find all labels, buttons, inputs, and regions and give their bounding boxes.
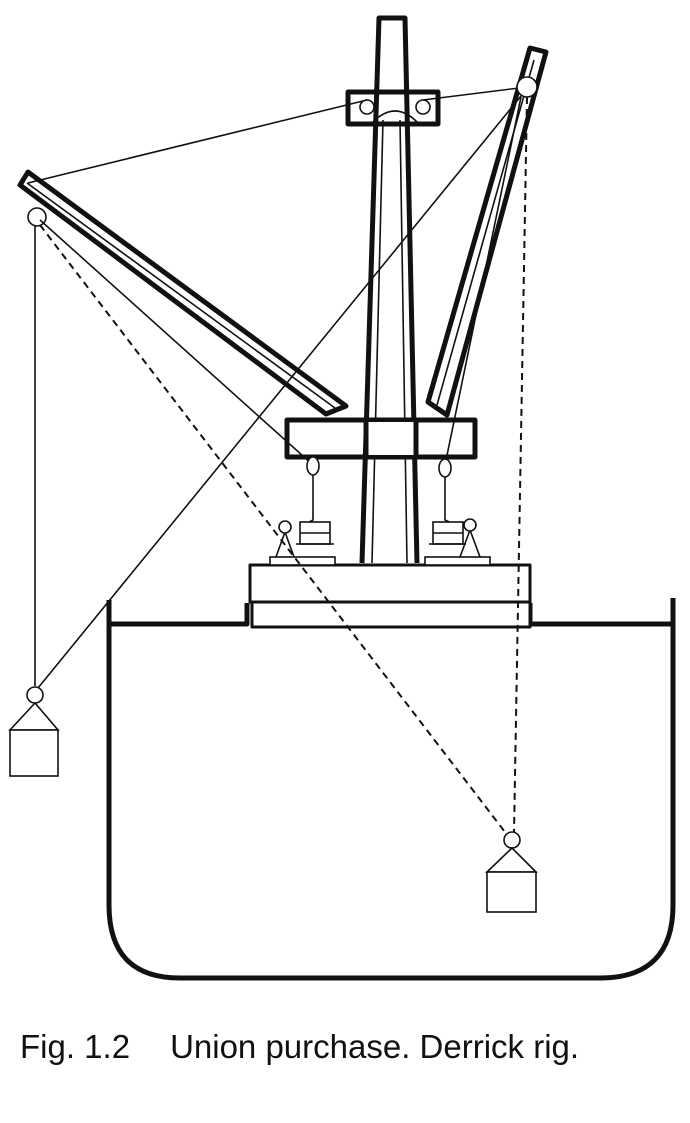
derrick-table xyxy=(284,417,478,460)
inboard-boom-head-block xyxy=(516,76,538,98)
inboard-guy xyxy=(444,96,522,466)
hold-load xyxy=(485,831,538,913)
mast-inner-left xyxy=(371,119,384,564)
mast-inner-right xyxy=(399,119,408,564)
inboard-boom xyxy=(425,45,549,418)
mast-through-table xyxy=(363,420,419,457)
outboard-load xyxy=(8,686,60,777)
span-line-left xyxy=(27,99,368,184)
ship-hull xyxy=(106,598,676,981)
crosstree-block-left xyxy=(359,99,375,115)
left-winch xyxy=(269,520,336,566)
figure-number: Fig. 1.2 xyxy=(20,1028,131,1065)
derrick-rig-diagram xyxy=(8,15,676,981)
right-heel-block xyxy=(438,458,452,478)
hull-deck-right xyxy=(527,603,673,627)
outboard-fall-dashed xyxy=(39,224,509,837)
figure-caption: Fig. 1.2 Union purchase. Derrick rig. xyxy=(20,1024,680,1070)
left-heel-block xyxy=(306,456,320,476)
right-heel-lead xyxy=(444,477,461,528)
derrick-table-gap xyxy=(366,422,416,455)
inboard-fall-dashed xyxy=(513,96,528,833)
outboard-boom xyxy=(17,169,349,417)
mast xyxy=(359,15,420,564)
inboard-fall-to-outboard-hook xyxy=(37,95,522,689)
deck-base-lower xyxy=(250,600,532,629)
crosstree-arc xyxy=(372,110,418,123)
span-line-right xyxy=(422,86,528,101)
hull-deck-left xyxy=(109,603,250,627)
mast-crosstree xyxy=(345,89,441,127)
inboard-boom-inner xyxy=(436,59,535,406)
deck-base-upper xyxy=(248,563,532,604)
outboard-guy xyxy=(39,219,314,466)
figure-title: Union purchase. Derrick rig. xyxy=(170,1028,580,1065)
crosstree-block-right xyxy=(415,99,431,115)
outboard-boom-inner xyxy=(26,182,336,409)
right-winch xyxy=(424,518,491,566)
left-heel-lead xyxy=(299,475,314,528)
